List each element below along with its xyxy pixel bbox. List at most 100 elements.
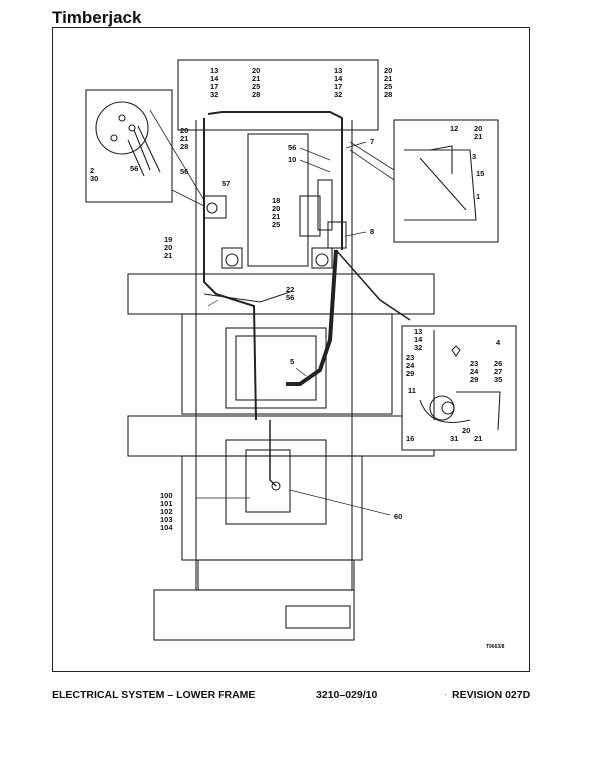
callout-17-left: 17 bbox=[210, 82, 218, 91]
inset-br-callout-23-l: 23 bbox=[406, 353, 414, 362]
inset-br-callout-27: 27 bbox=[494, 367, 502, 376]
inset-tl-callout-2: 2 bbox=[90, 166, 94, 175]
callout-56-top: 56 bbox=[288, 143, 296, 152]
callout-20-b: 20 bbox=[164, 243, 172, 252]
callout-13-right: 13 bbox=[334, 66, 342, 75]
inset-tr-callout-20: 20 bbox=[474, 124, 482, 133]
brand-title: Timberjack bbox=[52, 8, 142, 27]
callout-28-l: 28 bbox=[180, 142, 188, 151]
inset-br-callout-14: 14 bbox=[414, 335, 423, 344]
inset-tr-callout-21: 21 bbox=[474, 132, 482, 141]
callout-28-right: 28 bbox=[384, 90, 392, 99]
callout-22: 22 bbox=[286, 285, 294, 294]
harness-battery bbox=[286, 249, 338, 386]
callout-103: 103 bbox=[160, 515, 173, 524]
leader-56-top bbox=[299, 147, 331, 161]
leader-8 bbox=[345, 231, 367, 237]
callout-25-mid: 25 bbox=[272, 220, 280, 229]
callout-21-right: 21 bbox=[384, 74, 392, 83]
left-mount bbox=[221, 247, 243, 269]
callout-19: 19 bbox=[164, 235, 172, 244]
cross-member-upper bbox=[127, 273, 435, 315]
footer-title: ELECTRICAL SYSTEM – LOWER FRAME bbox=[52, 689, 256, 701]
inset-br-callout-29-r: 29 bbox=[470, 375, 478, 384]
inset-br-callout-11: 11 bbox=[408, 386, 416, 395]
callout-21-l: 21 bbox=[180, 134, 188, 143]
inset-br-callout-21: 21 bbox=[474, 434, 482, 443]
rear-crossbar bbox=[197, 559, 355, 591]
leader-7 bbox=[345, 141, 367, 149]
sender-ground bbox=[271, 481, 281, 491]
right-mount-bolt bbox=[315, 253, 329, 267]
callout-60: 60 bbox=[394, 512, 402, 521]
inset-top-left bbox=[85, 89, 205, 207]
inset-br-callout-24-l: 24 bbox=[406, 361, 415, 370]
callout-25-right: 25 bbox=[384, 82, 392, 91]
footer-separator: · bbox=[444, 689, 448, 700]
callout-25-left: 25 bbox=[252, 82, 260, 91]
callout-104: 104 bbox=[160, 523, 173, 532]
inset-tr-callout-15: 15 bbox=[476, 169, 484, 178]
fuel-tank-box bbox=[225, 439, 327, 525]
footer-revision: REVISION 027D bbox=[452, 689, 531, 701]
callout-101: 101 bbox=[160, 499, 173, 508]
rear-bumper bbox=[153, 589, 355, 641]
figure-id: T9663/8 bbox=[486, 644, 505, 650]
callout-21-left: 21 bbox=[252, 74, 260, 83]
harness-fuel bbox=[269, 420, 277, 487]
leader-5 bbox=[295, 367, 307, 377]
callout-56-mid: 56 bbox=[286, 293, 294, 302]
callout-21-mid: 21 bbox=[272, 212, 280, 221]
callout-7: 7 bbox=[370, 137, 374, 146]
callout-102: 102 bbox=[160, 507, 173, 516]
inset-br-callout-35: 35 bbox=[494, 375, 502, 384]
diagram-frame bbox=[52, 27, 530, 672]
inset-top-right bbox=[349, 119, 499, 243]
callout-32-right: 32 bbox=[334, 90, 342, 99]
rear-plate bbox=[285, 605, 351, 629]
harness-to-inset bbox=[335, 249, 411, 321]
front-frame-plate bbox=[177, 59, 379, 131]
inset-tr-callout-3: 3 bbox=[472, 152, 476, 161]
inset-br-callout-23-r: 23 bbox=[470, 359, 478, 368]
left-terminal bbox=[206, 202, 218, 214]
callout-57: 57 bbox=[222, 179, 230, 188]
sender-unit bbox=[245, 449, 291, 513]
inset-br-callout-4: 4 bbox=[496, 338, 501, 347]
right-connector bbox=[327, 221, 347, 249]
callout-17-right: 17 bbox=[334, 82, 342, 91]
callout-14-right: 14 bbox=[334, 74, 343, 83]
callout-20-right: 20 bbox=[384, 66, 392, 75]
callout-8: 8 bbox=[370, 227, 374, 236]
battery-inner bbox=[235, 335, 317, 401]
callout-18: 18 bbox=[272, 196, 280, 205]
fuse-block bbox=[317, 179, 333, 231]
leader-60 bbox=[289, 489, 391, 516]
inset-br-callout-26: 26 bbox=[494, 359, 502, 368]
inset-tl-callout-30: 30 bbox=[90, 174, 98, 183]
inset-tl-callout-56: 56 bbox=[130, 164, 138, 173]
callout-13-left: 13 bbox=[210, 66, 218, 75]
relay-block bbox=[299, 195, 321, 237]
footer-code: 3210–029/10 bbox=[316, 689, 378, 701]
inset-br-callout-29-l: 29 bbox=[406, 369, 414, 378]
inset-br-callout-20: 20 bbox=[462, 426, 470, 435]
inset-br-callout-32: 32 bbox=[414, 343, 422, 352]
harness-top bbox=[207, 111, 343, 250]
callout-20-l: 20 bbox=[180, 126, 188, 135]
leader-10 bbox=[299, 159, 331, 173]
callout-5: 5 bbox=[290, 357, 294, 366]
inset-br-callout-13: 13 bbox=[414, 327, 422, 336]
callout-14-left: 14 bbox=[210, 74, 219, 83]
callout-56-left: 56 bbox=[180, 167, 188, 176]
rear-frame-section bbox=[181, 455, 363, 561]
left-mount-bolt bbox=[225, 253, 239, 267]
inset-br-callout-24-r: 24 bbox=[470, 367, 479, 376]
callout-32-left: 32 bbox=[210, 90, 218, 99]
callout-21-b: 21 bbox=[164, 251, 172, 260]
callout-20-left: 20 bbox=[252, 66, 260, 75]
frame-mid-section bbox=[181, 313, 393, 415]
callout-10: 10 bbox=[288, 155, 296, 164]
inset-bottom-right bbox=[401, 325, 517, 451]
